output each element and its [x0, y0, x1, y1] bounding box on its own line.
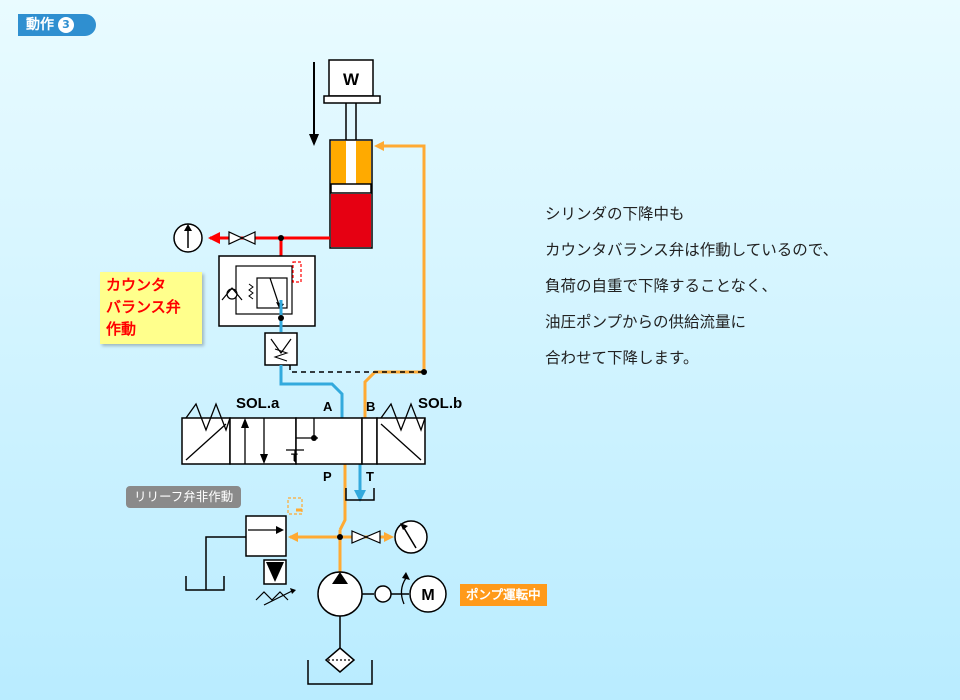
pump-supply-line: [290, 508, 388, 572]
counter-balance-callout: カウンタ バランス弁 作動: [100, 272, 202, 344]
pilot-line: [289, 365, 424, 373]
relief-valve: [185, 497, 303, 606]
motor-label: M: [421, 587, 434, 604]
port-t-label: T: [366, 469, 374, 484]
description-text: シリンダの下降中も カウンタバランス弁は作動しているので、 負荷の自重で下降する…: [545, 196, 945, 376]
description-line-2: カウンタバランス弁は作動しているので、: [545, 241, 839, 259]
check-valve-block: [264, 332, 298, 366]
port-p-label: P: [323, 469, 332, 484]
callout-line-2: バランス弁: [106, 298, 181, 316]
needle-valve-top: [228, 231, 244, 245]
supply-line-rod-side: [338, 144, 426, 531]
port-a-label: A: [323, 399, 333, 414]
tank-suction: [307, 660, 373, 685]
load-plate: [323, 95, 381, 104]
coupling: [374, 585, 392, 603]
pressure-gauge-bottom: [394, 520, 428, 554]
description-line-3: 負荷の自重で下降することなく、: [545, 277, 778, 295]
tank-return: [345, 488, 375, 501]
directional-valve: T: [181, 402, 426, 465]
load-label: W: [343, 70, 360, 89]
relief-valve-callout: リリーフ弁非作動: [126, 486, 242, 508]
callout-line-1: カウンタ: [106, 276, 167, 294]
electric-motor: [409, 575, 447, 613]
description-line-5: 合わせて下降します。: [545, 349, 699, 367]
sol-a-label: SOL.a: [236, 395, 280, 412]
callout-line-3: 作動: [106, 320, 137, 338]
description-line-1: シリンダの下降中も: [545, 205, 685, 223]
step-title: 動作: [26, 17, 54, 33]
needle-valve-bottom: [351, 530, 368, 544]
piston: [330, 183, 372, 194]
sol-b-label: SOL.b: [418, 395, 462, 412]
load-box: [328, 59, 374, 97]
pump-running-callout: ポンプ運転中: [460, 584, 547, 606]
description-line-4: 油圧ポンプからの供給流量に: [545, 313, 747, 331]
step-number: 3: [58, 17, 74, 33]
valve-t-label: T: [291, 452, 298, 464]
port-b-label: B: [366, 399, 375, 414]
